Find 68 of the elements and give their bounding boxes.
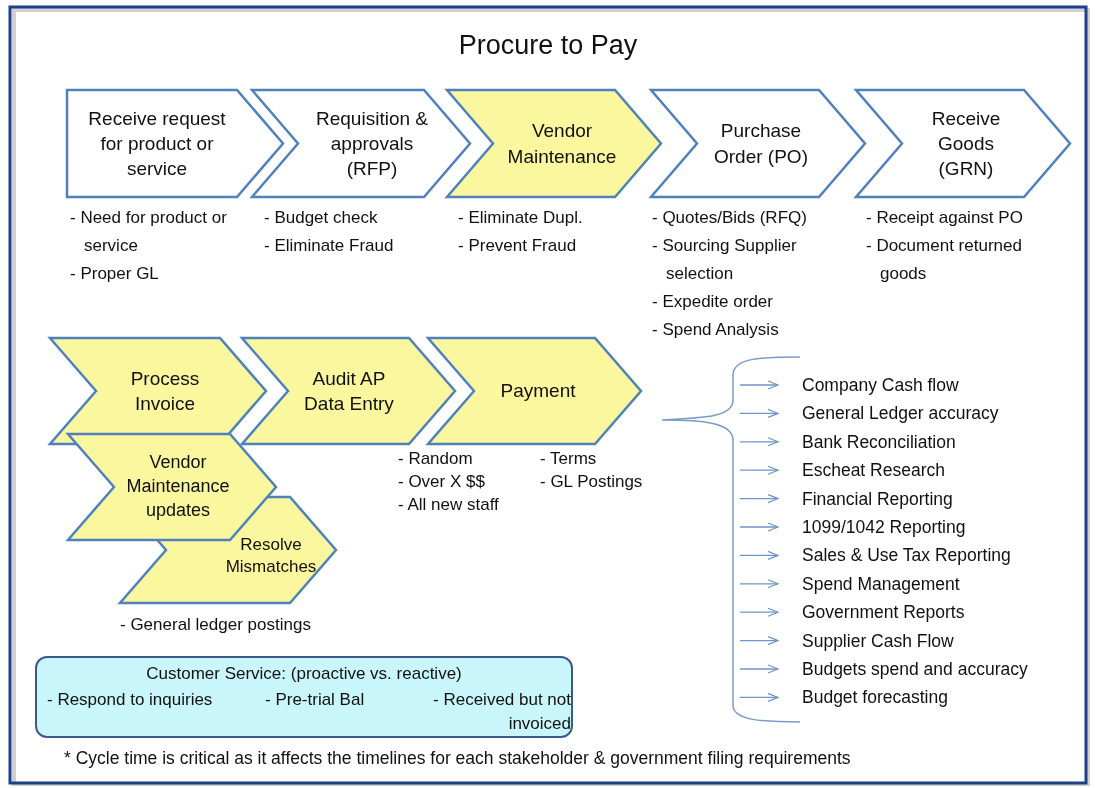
arrow (739, 465, 779, 475)
bullet-text: - Terms (540, 448, 598, 470)
highlighted-chevron-step (428, 338, 641, 444)
arrow (739, 579, 779, 589)
step-label: Resolve Mismatches (224, 533, 318, 578)
arrow (739, 664, 779, 674)
arrow (739, 607, 779, 617)
step-label: Receive Goods (GRN) (930, 106, 1002, 182)
arrow (739, 522, 779, 532)
outcome-text: Spend Management (802, 572, 960, 595)
bullet-text: - Quotes/Bids (RFQ) (652, 207, 808, 229)
arrow (739, 692, 779, 702)
arrow (739, 494, 779, 504)
panel-item: - Received but not invoiced (432, 689, 571, 735)
highlighted-chevron-step (120, 497, 336, 603)
bullet-text: - Spend Analysis (652, 319, 780, 341)
bullet-text: - Over X $$ (398, 471, 486, 493)
panel-item: - Respond to inquiries (47, 689, 214, 711)
highlighted-chevron-step (242, 338, 455, 444)
chevron-step (651, 90, 865, 197)
bullet-text: - Document returned goods (866, 235, 1023, 285)
outcome-text: Company Cash flow (802, 374, 959, 396)
step-label: Process Invoice (129, 366, 201, 416)
arrow (739, 550, 779, 560)
bullet-text: - All new staff (398, 494, 500, 516)
bullet-text: - General ledger postings (120, 614, 312, 636)
bullet-text: - Receipt against PO (866, 207, 1024, 229)
outcome-text: General Ledger accuracy (802, 402, 999, 425)
arrow (739, 636, 779, 646)
highlighted-chevron-step (447, 90, 661, 197)
chevron-step (252, 90, 470, 197)
bullet-text: - Budget check (264, 207, 379, 229)
outcome-text: Government Reports (802, 601, 965, 624)
step-label: Purchase Order (PO) (713, 119, 809, 169)
step-label: Vendor Maintenance (506, 119, 618, 169)
outcome-text: 1099/1042 Reporting (802, 516, 966, 538)
outcome-text: Budget forecasting (802, 686, 948, 709)
customer-service-panel (35, 656, 573, 738)
bullet-text: - Random (398, 448, 474, 470)
bullet-text: - Eliminate Dupl. (458, 207, 584, 229)
arrow (739, 408, 779, 418)
bullet-text: - Proper GL (70, 263, 160, 285)
step-label: Audit AP Data Entry (303, 366, 395, 416)
chevron-step (856, 90, 1070, 197)
bullet-text: - Need for product or service (70, 207, 228, 257)
highlighted-chevron-step (68, 434, 276, 540)
outcome-text: Bank Reconciliation (802, 430, 956, 453)
bullet-text: - Expedite order (652, 291, 774, 313)
diagram-title: Procure to Pay (457, 30, 639, 61)
outcome-text: Sales & Use Tax Reporting (802, 544, 1011, 567)
bullet-text: - Prevent Fraud (458, 235, 578, 257)
outcome-text: Financial Reporting (802, 487, 953, 510)
chevron-step (67, 90, 283, 197)
arrow (739, 437, 779, 447)
outcome-text: Budgets spend and accuracy (802, 658, 1028, 680)
step-label: Requisition & approvals (RFP) (315, 106, 429, 182)
footnote: * Cycle time is critical as it affects the timelines for each stakeholder & government filing requirements (64, 748, 851, 769)
bullet-text: - Sourcing Supplier selection (652, 235, 798, 285)
outcome-text: Supplier Cash Flow (802, 629, 954, 652)
bullet-text: - GL Postings (540, 471, 644, 493)
step-label: Receive request for product or service (87, 106, 227, 182)
arrow (739, 380, 779, 390)
step-label: Vendor Maintenance updates (125, 451, 231, 522)
step-label: Payment (500, 379, 576, 404)
bullet-text: - Eliminate Fraud (264, 235, 395, 257)
panel-item: - Pre-trial Bal (265, 689, 366, 711)
panel-heading: Customer Service: (proactive vs. reactive) (145, 664, 463, 684)
outcome-text: Escheat Research (802, 459, 945, 482)
